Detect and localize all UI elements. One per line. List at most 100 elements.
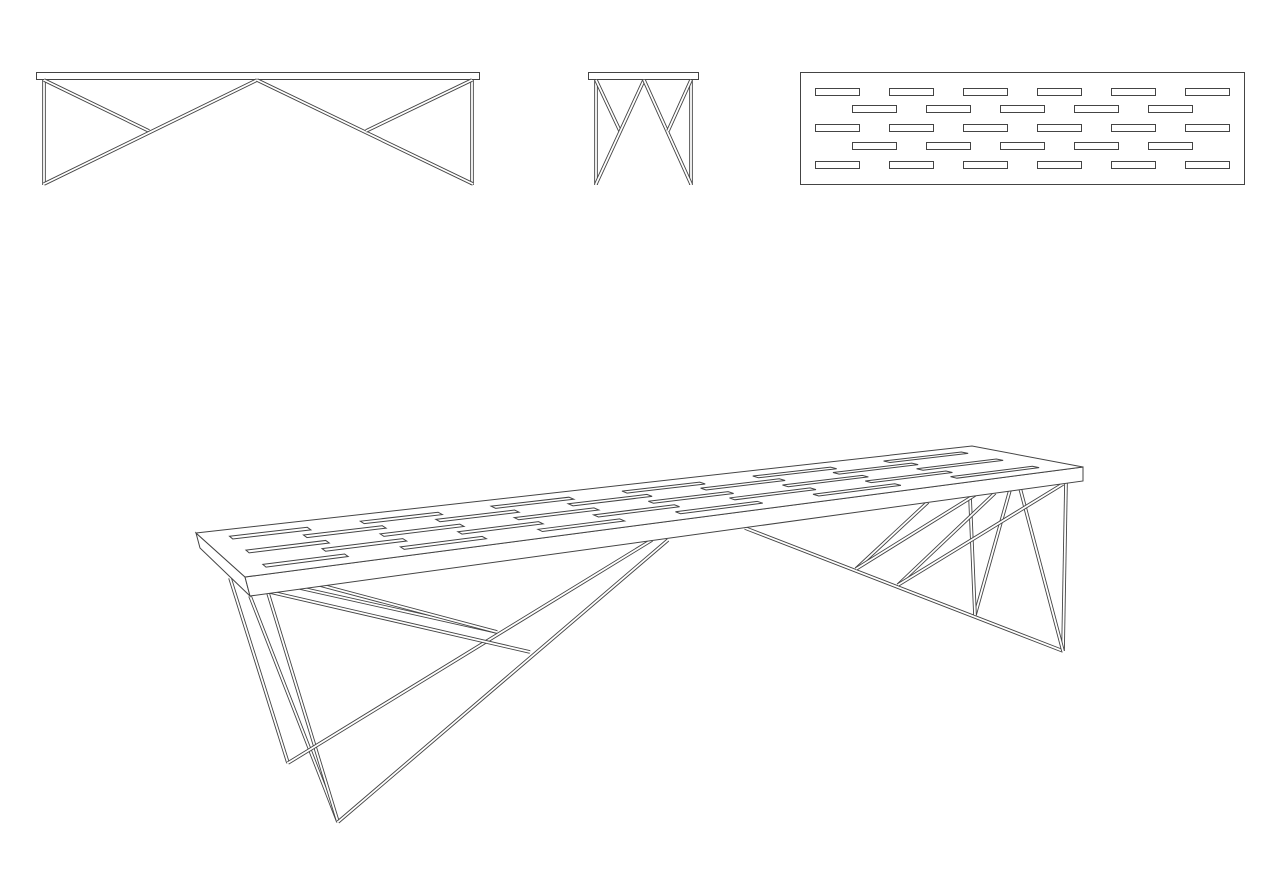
perspective-frame-strut xyxy=(855,493,976,571)
top-plan-view xyxy=(800,72,1245,185)
perspective-frame-strut xyxy=(248,595,340,823)
strut-fill xyxy=(897,483,1064,586)
plan-slot xyxy=(926,105,971,113)
plan-slot xyxy=(815,88,860,96)
strut-fill xyxy=(256,79,474,185)
front-frame-strut xyxy=(256,78,474,186)
seat-slot xyxy=(916,458,1004,471)
seat-slot xyxy=(648,491,734,504)
seat-slot xyxy=(865,470,953,484)
plan-slot xyxy=(1111,161,1156,169)
strut-fill xyxy=(365,79,473,132)
plan-slot xyxy=(963,161,1008,169)
plan-slot xyxy=(1185,88,1230,96)
strut-fill xyxy=(337,539,669,823)
strut-fill xyxy=(229,577,289,764)
strut-fill xyxy=(43,79,150,132)
strut-fill xyxy=(249,595,339,823)
seat-slots xyxy=(228,451,1040,568)
front-frame-strut xyxy=(365,78,473,133)
perspective-frame-strut xyxy=(336,538,670,824)
seat-slot xyxy=(320,538,409,552)
front-frame-strut xyxy=(43,78,258,186)
seat-slot xyxy=(398,535,488,550)
plan-slot xyxy=(1148,105,1193,113)
seat-slot xyxy=(378,523,466,537)
seat-slot xyxy=(752,466,837,479)
perspective-frame-strut xyxy=(973,489,1012,616)
side-seat-plate xyxy=(588,72,699,80)
front-seat-plate xyxy=(36,72,480,80)
strut-fill xyxy=(595,79,645,185)
plan-slot xyxy=(1185,161,1230,169)
seat-slot xyxy=(434,509,521,523)
seat-slot xyxy=(591,504,680,518)
side-frame-strut xyxy=(594,79,622,132)
strut-fill xyxy=(667,79,692,132)
strut-fill xyxy=(267,592,339,823)
side-frame-strut xyxy=(642,79,693,185)
strut-fill xyxy=(1019,487,1064,652)
plan-slot xyxy=(1111,88,1156,96)
strut-fill xyxy=(855,494,976,570)
strut-fill xyxy=(319,584,498,633)
seat-slot xyxy=(244,539,331,554)
strut-fill xyxy=(287,539,653,764)
strut-fill xyxy=(43,79,258,185)
strut-fill xyxy=(595,79,621,132)
plan-slot xyxy=(1000,142,1045,150)
plan-slot xyxy=(1037,161,1082,169)
plan-slot xyxy=(963,124,1008,132)
strut-fill xyxy=(897,492,996,586)
seat-slot xyxy=(302,525,388,539)
strut-fill xyxy=(269,591,531,653)
plan-slot xyxy=(1037,88,1082,96)
plan-slot xyxy=(852,105,897,113)
plan-slot xyxy=(889,161,934,169)
side-elevation-view xyxy=(588,72,699,185)
seat-slot xyxy=(883,451,969,464)
seat-slot xyxy=(228,526,313,540)
plan-slot xyxy=(926,142,971,150)
plan-slot xyxy=(815,161,860,169)
seat-slot xyxy=(456,521,545,535)
perspective-frame xyxy=(228,482,1068,824)
perspective-frame-strut xyxy=(1018,487,1065,652)
perspective-frame-strut xyxy=(1061,482,1068,652)
strut-fill xyxy=(974,489,1011,616)
perspective-frame-strut xyxy=(287,538,653,765)
strut-fill xyxy=(744,527,1064,652)
plan-slot xyxy=(1037,124,1082,132)
perspective-frame-strut xyxy=(854,500,930,571)
seat-slot xyxy=(729,487,817,501)
plan-outline xyxy=(800,72,1245,185)
side-frame-strut xyxy=(594,79,646,185)
plan-slot xyxy=(852,142,897,150)
plan-slot xyxy=(1185,124,1230,132)
seat-slot xyxy=(782,474,869,488)
seat-slot xyxy=(566,493,653,507)
seat-slot xyxy=(536,518,627,533)
seat-slot xyxy=(261,553,350,568)
plan-slot xyxy=(1148,142,1193,150)
plan-slot xyxy=(889,124,934,132)
perspective-frame-strut xyxy=(228,577,290,764)
strut-fill xyxy=(1062,482,1067,652)
front-elevation-view xyxy=(36,72,480,186)
seat-slot xyxy=(700,478,786,491)
front-frame-strut xyxy=(43,78,150,133)
perspective-view xyxy=(194,445,1084,824)
plan-slot xyxy=(1111,124,1156,132)
plan-slot xyxy=(963,88,1008,96)
perspective-frame-strut xyxy=(266,592,340,823)
seat-slot xyxy=(512,507,601,521)
side-frame-strut xyxy=(666,79,693,132)
strut-fill xyxy=(643,79,692,185)
perspective-frame-strut xyxy=(319,583,498,634)
plan-slot xyxy=(815,124,860,132)
perspective-frame-strut xyxy=(896,491,997,587)
seat-slot xyxy=(675,500,763,515)
strut-fill xyxy=(855,501,929,570)
seat-slot xyxy=(812,483,902,497)
